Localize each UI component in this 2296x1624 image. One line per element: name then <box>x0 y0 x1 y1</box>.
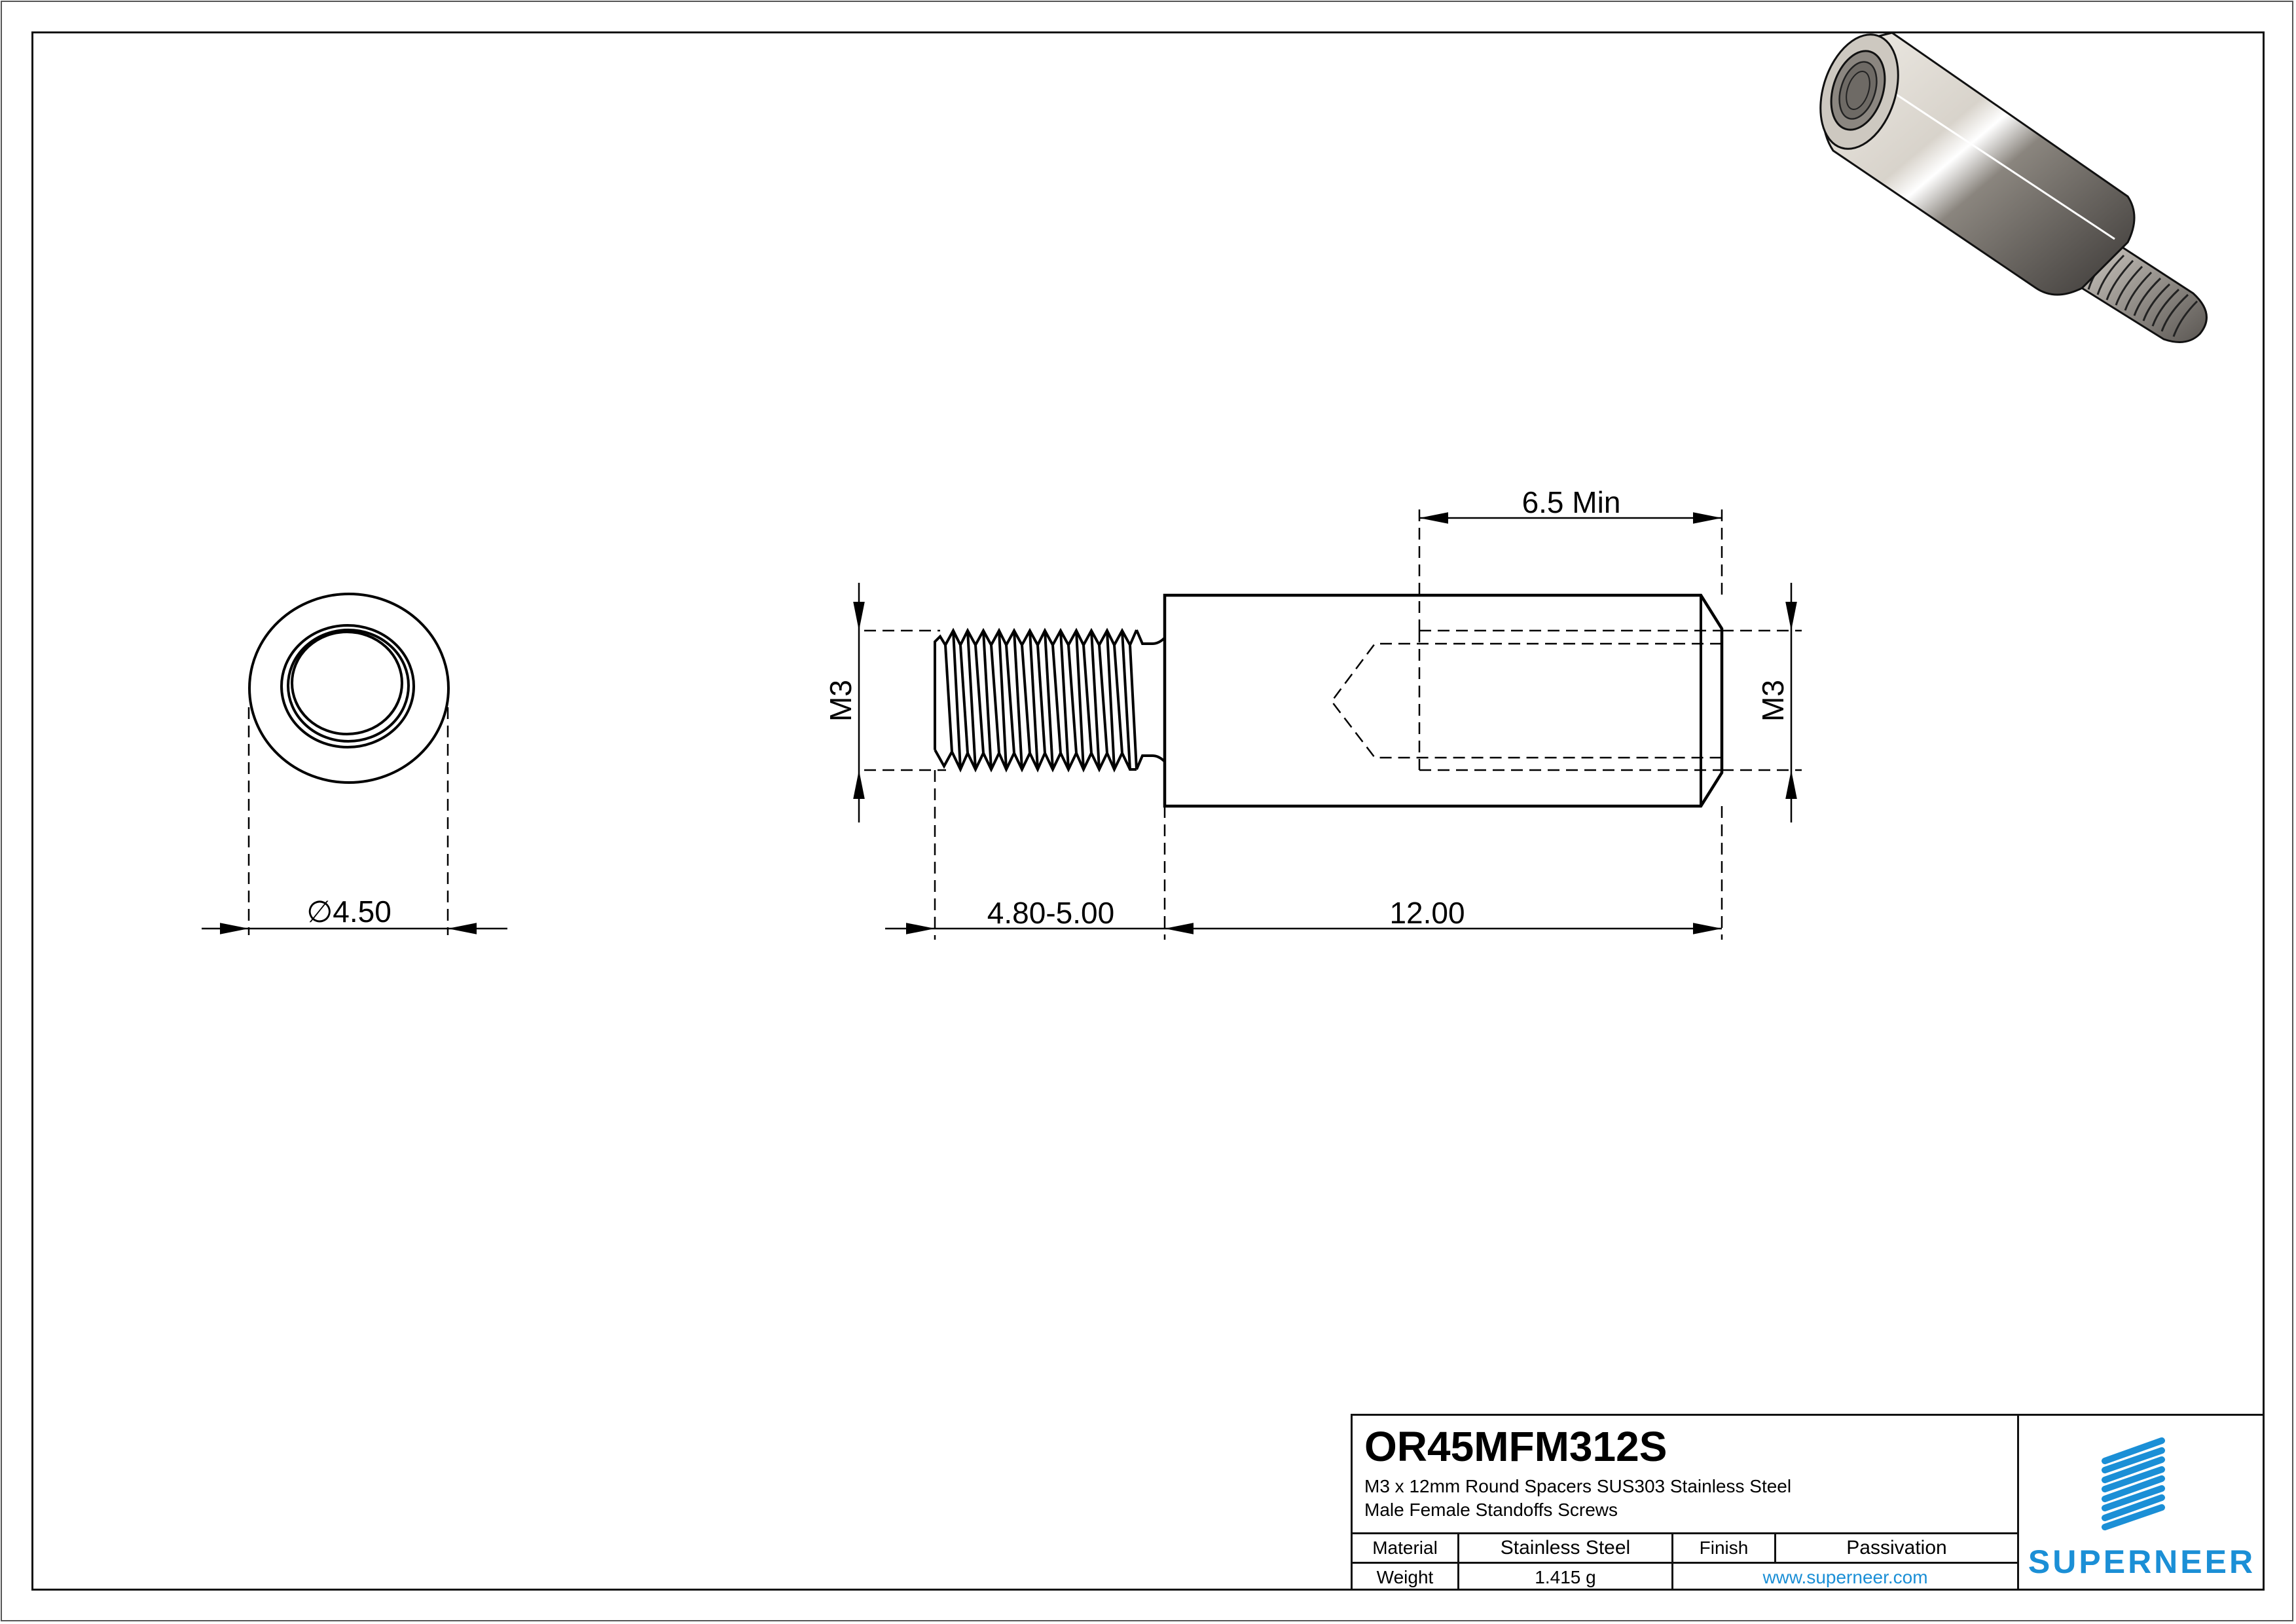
side-view: M3 M3 6.5 Min 4.80-5.00 12.00 <box>824 485 1802 940</box>
body-length-dimension: 12.00 <box>1389 896 1465 930</box>
material-label: Material <box>1353 1534 1459 1564</box>
thread-depth-dimension: 6.5 Min <box>1522 485 1621 519</box>
male-length-dimension: 4.80-5.00 <box>987 896 1114 930</box>
description-line-1: M3 x 12mm Round Spacers SUS303 Stainless… <box>1364 1476 1792 1496</box>
description-line-2: Male Female Standoffs Screws <box>1364 1500 1618 1520</box>
website-link[interactable]: www.superneer.com <box>1762 1566 1928 1587</box>
female-thread-dimension: M3 <box>1756 680 1790 722</box>
weight-value: 1.415 g <box>1459 1564 1673 1591</box>
properties-table: Material Stainless Steel Finish Passivat… <box>1353 1532 2017 1591</box>
diameter-dimension: ∅4.50 <box>306 895 392 929</box>
title-block: OR45MFM312S M3 x 12mm Round Spacers SUS3… <box>1351 1414 2265 1591</box>
sheet-inner-border <box>31 31 2265 1591</box>
logo-wordmark: SUPERNEER <box>2028 1543 2256 1580</box>
part-number: OR45MFM312S <box>1364 1423 1667 1470</box>
logo-stripes-icon <box>2102 1437 2165 1530</box>
weight-label: Weight <box>1353 1564 1459 1591</box>
male-thread <box>934 627 1138 773</box>
isometric-render <box>1819 31 2208 343</box>
female-thread-hidden <box>1330 629 1722 771</box>
front-view: ∅4.50 <box>202 593 507 935</box>
part-description: M3 x 12mm Round Spacers SUS303 Stainless… <box>1364 1475 1791 1522</box>
material-value: Stainless Steel <box>1459 1534 1673 1564</box>
superneer-logo: SUPERNEER <box>2019 1416 2265 1591</box>
finish-label: Finish <box>1673 1534 1776 1564</box>
title-block-main: OR45MFM312S M3 x 12mm Round Spacers SUS3… <box>1353 1416 2019 1591</box>
finish-value: Passivation <box>1776 1534 2017 1564</box>
isometric-thread <box>2080 240 2208 343</box>
male-thread-dimension: M3 <box>824 680 858 722</box>
